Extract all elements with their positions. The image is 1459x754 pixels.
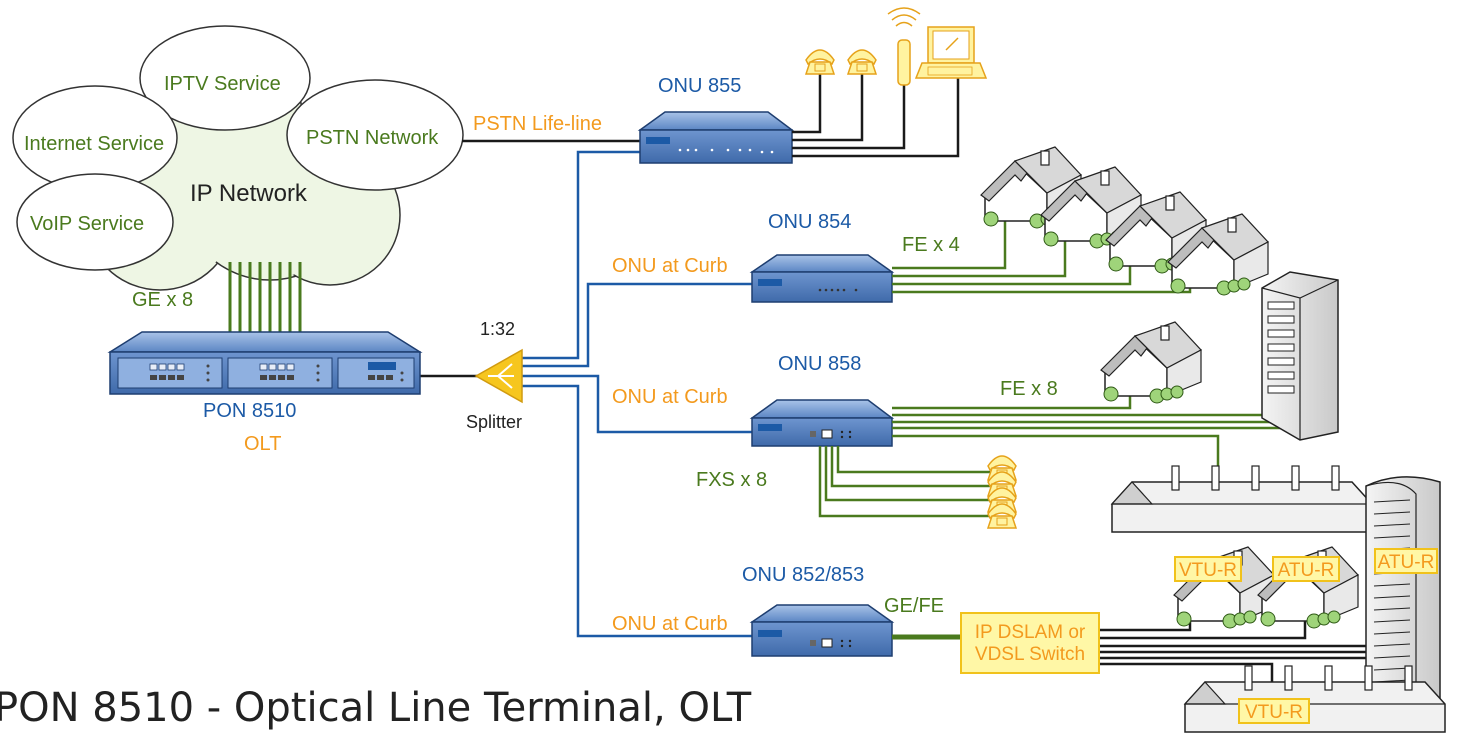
ge-uplink-label: GE x 8: [132, 289, 194, 311]
onu-854-label: ONU 854: [768, 211, 852, 233]
olt-model-label: PON 8510: [203, 400, 297, 422]
onu-858-location-label: ONU at Curb: [612, 386, 728, 408]
pstn-network-bubble: [286, 79, 464, 191]
onu-852-853-device: [749, 604, 895, 657]
onu-852-853-location-label: ONU at Curb: [612, 613, 728, 635]
onu-854-device: [749, 254, 895, 303]
voip-service-bubble: [16, 173, 174, 271]
onu-858-label: ONU 858: [778, 353, 862, 375]
olt-device: [107, 331, 423, 395]
onu-858-fxs-lines: [818, 446, 990, 518]
dslam-line-2: VDSL Switch: [974, 644, 1086, 665]
ip-dslam-box: IP DSLAM or VDSL Switch: [960, 612, 1100, 674]
onu-858-fxs-label: FXS x 8: [696, 469, 768, 491]
pstn-lifeline-label: PSTN Life-line: [473, 113, 602, 135]
vtu-r-tag: VTU-R: [1174, 556, 1242, 582]
olt-role-label: OLT: [244, 433, 282, 455]
iptv-service-bubble: [139, 25, 311, 131]
atu-r-tag: ATU-R: [1272, 556, 1340, 582]
onu-858-fe-label: FE x 8: [1000, 378, 1058, 400]
diagram-caption: PON 8510 - Optical Line Terminal, OLT: [0, 685, 752, 731]
ge-uplink-lines: [228, 262, 302, 335]
onu-854-location-label: ONU at Curb: [612, 255, 728, 277]
onu-855-device: [637, 111, 795, 164]
house-icon: [1100, 321, 1202, 404]
townhouse-row-icon: [1184, 665, 1446, 733]
pon-fiber-lines: [522, 150, 752, 638]
laptop-icon: [914, 26, 988, 79]
onu-854-port-label: FE x 4: [902, 234, 960, 256]
ip-network-cloud: [12, 25, 464, 291]
onu-858-device: [749, 399, 895, 447]
townhouse-row-icon: [1111, 465, 1373, 533]
office-building-icon: [1261, 271, 1339, 441]
ip-network-title: IP Network: [190, 180, 307, 207]
wifi-router-icon: [887, 7, 921, 86]
onu-855-label: ONU 855: [658, 75, 742, 97]
atu-r-tag-building: ATU-R: [1374, 548, 1438, 574]
dslam-line-1: IP DSLAM or: [974, 622, 1086, 643]
onu-858-fe-lines: [892, 300, 1286, 470]
pstn-network-label: PSTN Network: [306, 127, 439, 149]
splitter-label: Splitter: [466, 412, 523, 432]
internet-service-label: Internet Service: [24, 133, 165, 155]
splitter-icon: [474, 348, 523, 404]
voip-service-label: VoIP Service: [30, 213, 145, 235]
desk-phone-icon: [805, 49, 835, 75]
onu-852-853-label: ONU 852/853: [742, 564, 865, 586]
onu-852-853-port-label: GE/FE: [884, 595, 945, 617]
vtu-r-tag-townhouse: VTU-R: [1238, 698, 1310, 724]
splitter-ratio-label: 1:32: [480, 319, 516, 339]
onu-855-subscriber-wires: [792, 72, 960, 158]
desk-phone-icon: [847, 49, 877, 75]
iptv-service-label: IPTV Service: [164, 73, 281, 95]
